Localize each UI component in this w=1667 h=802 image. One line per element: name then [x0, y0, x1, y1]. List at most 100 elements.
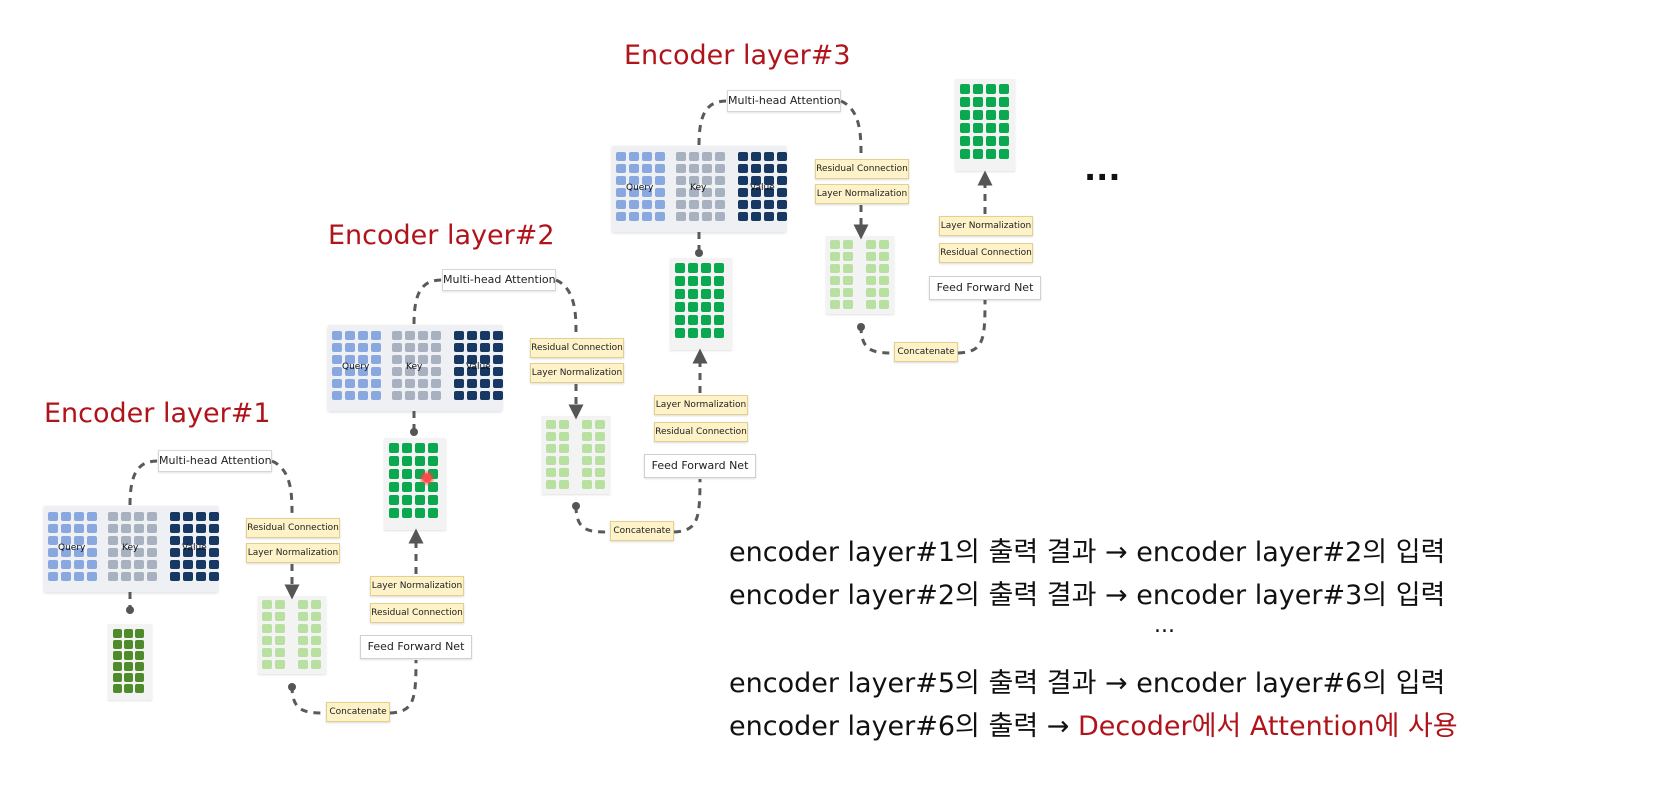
matrix-cell [108, 572, 118, 581]
matrix-cell [689, 176, 699, 185]
note-line-3: encoder layer#5의 출력 결과 → encoder layer#6… [729, 668, 1446, 699]
matrix-cell [676, 152, 686, 161]
matrix-cell [358, 391, 368, 400]
concat-left-wire [859, 325, 895, 355]
matrix-cell [738, 200, 748, 209]
matrix-cell [655, 200, 665, 209]
matrix-cell [738, 212, 748, 221]
matrix-cell [467, 343, 477, 352]
matrix-cell [418, 391, 428, 400]
matrix-cell [358, 343, 368, 352]
more-layers-ellipsis: ... [1084, 150, 1121, 188]
attention-top-wire [412, 278, 443, 325]
residual-connection-tag: Residual Connection [530, 338, 624, 358]
attention-top-wire [128, 459, 159, 506]
matrix-cell [209, 536, 219, 545]
matrix-cell [493, 379, 503, 388]
layer-output-final-matrix [960, 84, 1009, 159]
matrix-cell [629, 152, 639, 161]
note-line-4: encoder layer#6의 출력 → Decoder에서 Attentio… [729, 704, 1458, 743]
matrix-cell [866, 276, 876, 285]
matrix-cell [675, 276, 685, 286]
matrix-cell [879, 240, 889, 249]
matrix-cell [642, 164, 652, 173]
matrix-cell [843, 300, 853, 309]
matrix-cell [454, 343, 464, 352]
matrix-cell [121, 512, 131, 521]
matrix-cell [392, 379, 402, 388]
matrix-cell [688, 263, 698, 273]
matrix-cell [275, 648, 285, 657]
matrix-cell [830, 252, 840, 261]
matrix-cell [170, 512, 180, 521]
note-line-1: encoder layer#1의 출력 결과 → encoder layer#2… [729, 537, 1446, 568]
matrix-cell [113, 640, 122, 649]
matrix-cell [973, 84, 983, 94]
matrix-cell [675, 328, 685, 338]
matrix-cell [642, 188, 652, 197]
matrix-cell [183, 512, 193, 521]
query-label: Query [342, 362, 370, 372]
matrix-cell [655, 188, 665, 197]
matrix-cell [108, 548, 118, 557]
matrix-cell [371, 355, 381, 364]
matrix-cell [134, 536, 144, 545]
matrix-cell [702, 152, 712, 161]
qkv-panel: Query Key Value [612, 146, 787, 232]
matrix-cell [108, 524, 118, 533]
matrix-cell [701, 315, 711, 325]
matrix-cell [124, 640, 133, 649]
matrix-cell [345, 367, 355, 376]
value-label: Value [466, 362, 491, 372]
attention-output-panel [542, 416, 610, 494]
matrix-cell [431, 391, 441, 400]
matrix-cell [999, 149, 1009, 159]
matrix-cell [74, 560, 84, 569]
concatenate-tag: Concatenate [894, 342, 958, 362]
matrix-cell [135, 629, 144, 638]
matrix-cell [559, 420, 569, 429]
key-label: Key [406, 362, 423, 372]
matrix-cell [616, 164, 626, 173]
matrix-cell [642, 212, 652, 221]
matrix-cell [196, 548, 206, 557]
ffn-layer-normalization-tag: Layer Normalization [370, 576, 464, 596]
matrix-cell [48, 536, 58, 545]
matrix-cell [866, 300, 876, 309]
matrix-cell [134, 560, 144, 569]
matrix-cell [371, 379, 381, 388]
junction-dot [288, 683, 296, 691]
matrix-cell [629, 200, 639, 209]
matrix-cell [751, 164, 761, 173]
matrix-cell [595, 468, 605, 477]
attention-output-matrix-a [830, 240, 853, 309]
key-matrix [108, 512, 157, 581]
matrix-cell [454, 391, 464, 400]
matrix-cell [595, 444, 605, 453]
matrix-cell [454, 331, 464, 340]
query-matrix [616, 152, 665, 221]
matrix-cell [74, 572, 84, 581]
matrix-cell [431, 355, 441, 364]
matrix-cell [655, 164, 665, 173]
matrix-cell [559, 468, 569, 477]
attention-output-panel [258, 596, 326, 674]
matrix-cell [582, 468, 592, 477]
matrix-cell [332, 379, 342, 388]
matrix-cell [170, 572, 180, 581]
matrix-cell [689, 188, 699, 197]
matrix-cell [402, 469, 412, 479]
matrix-cell [973, 149, 983, 159]
multi-head-attention-box: Multi-head Attention [442, 269, 556, 291]
matrix-cell [467, 391, 477, 400]
matrix-cell [311, 612, 321, 621]
matrix-cell [777, 200, 787, 209]
query-label: Query [626, 183, 654, 193]
matrix-cell [74, 536, 84, 545]
matrix-cell [418, 343, 428, 352]
matrix-cell [415, 508, 425, 518]
matrix-cell [124, 662, 133, 671]
matrix-cell [147, 560, 157, 569]
junction-dot [572, 502, 580, 510]
matrix-cell [135, 684, 144, 693]
